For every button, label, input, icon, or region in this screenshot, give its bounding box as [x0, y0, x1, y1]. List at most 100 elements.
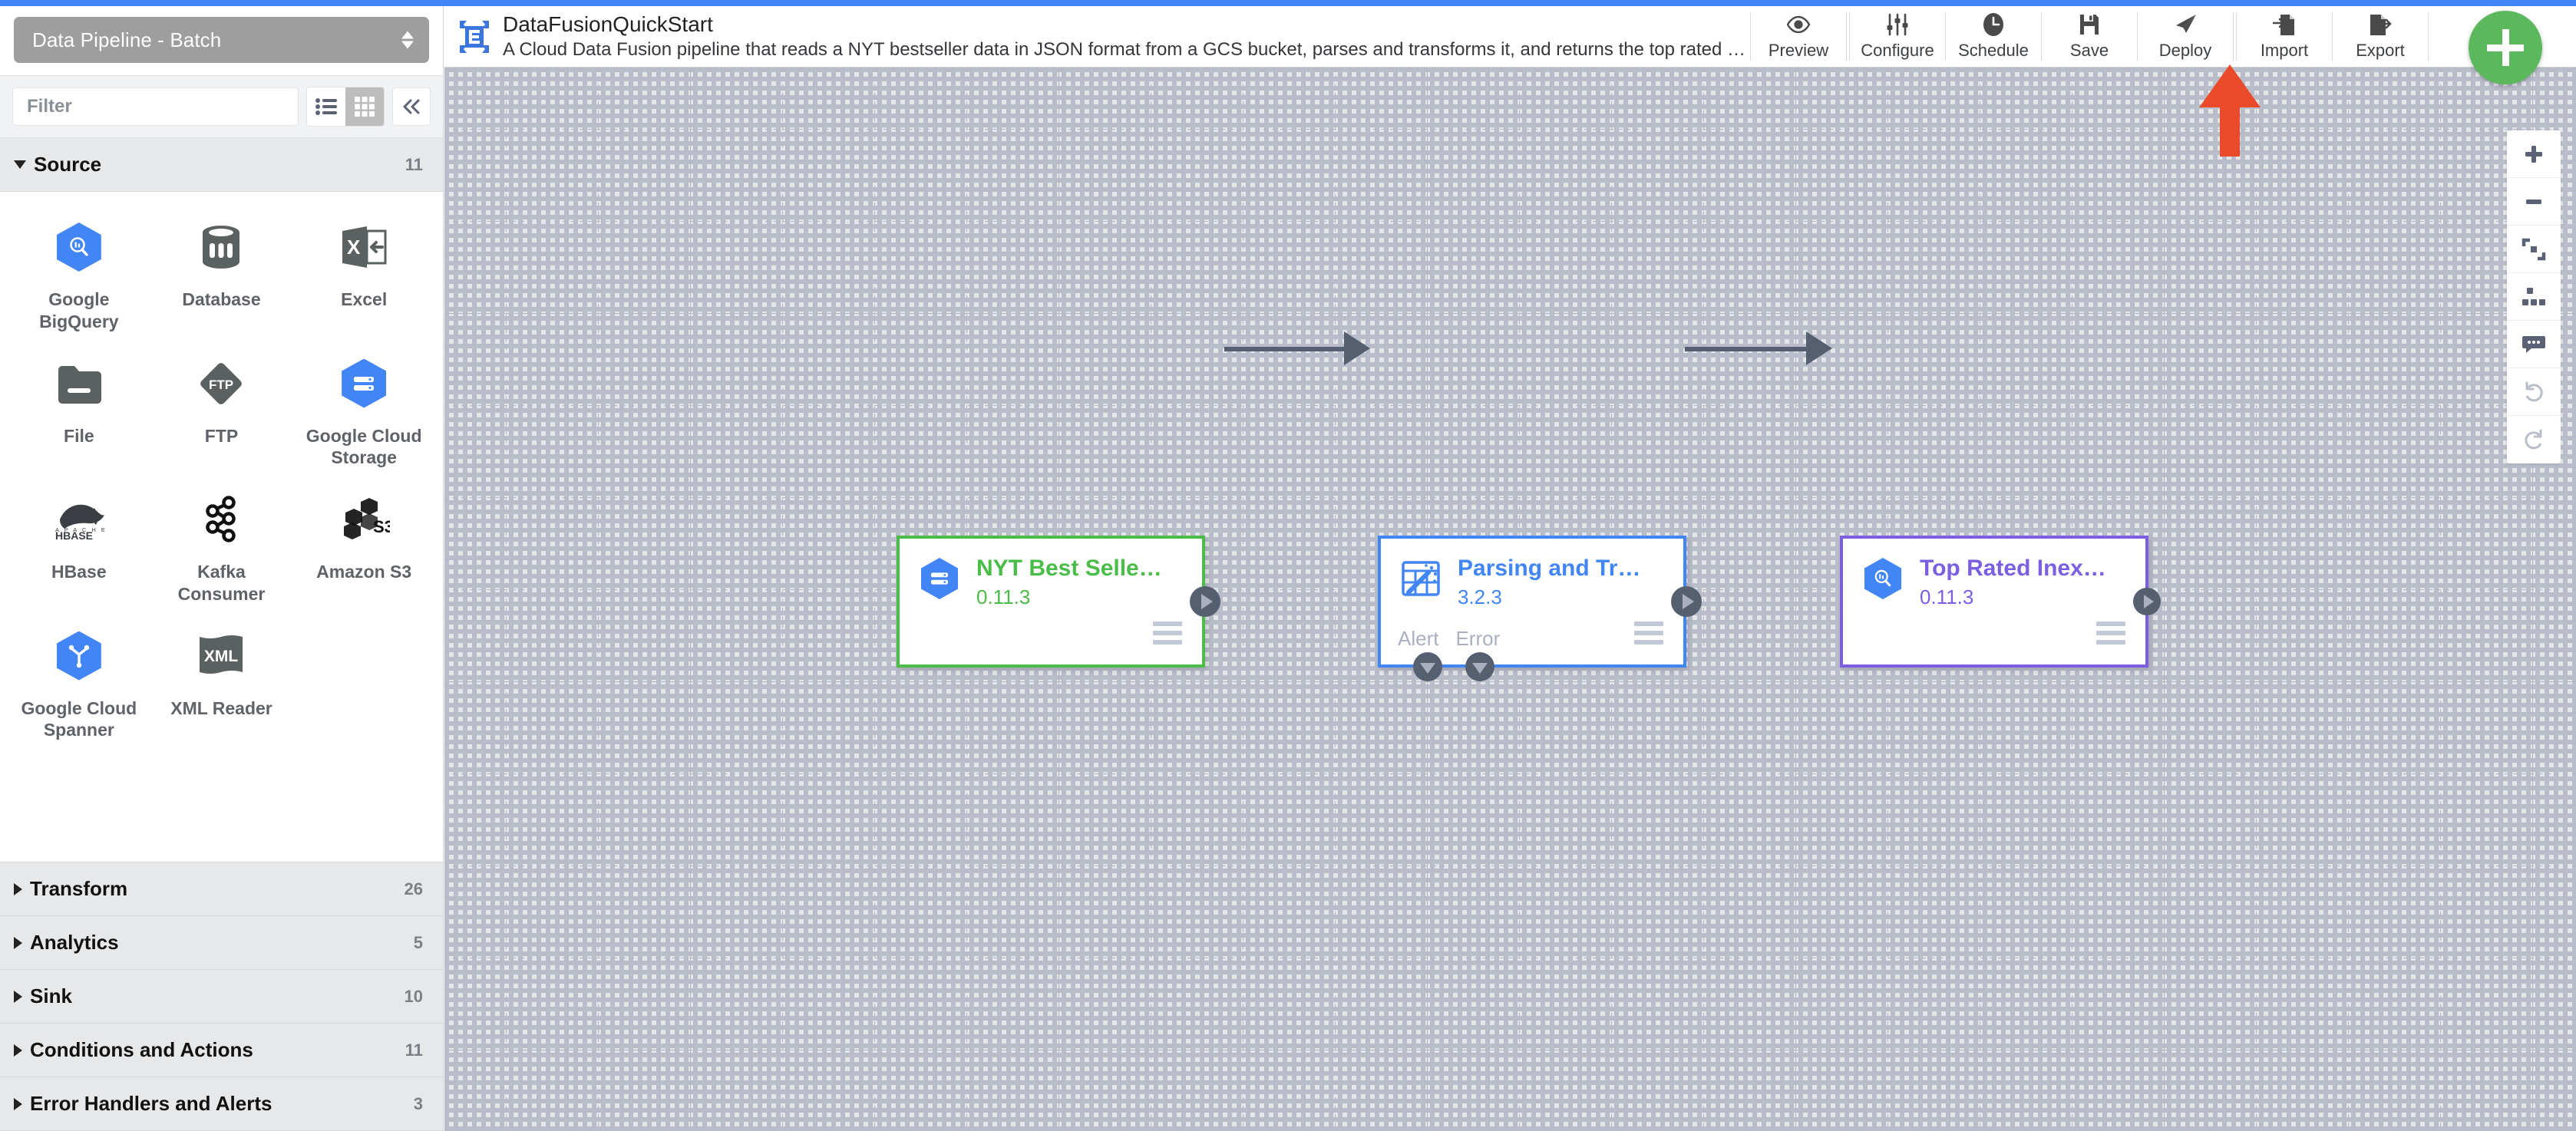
pipeline-node-sink[interactable]: Top Rated Inex… 0.11.3 [1840, 536, 2161, 668]
node-error-port[interactable] [1465, 652, 1494, 681]
grid-view-icon[interactable] [345, 87, 384, 126]
node-title: NYT Best Selle… [976, 556, 1162, 581]
caret-right-icon [14, 1044, 22, 1057]
wrangler-icon [1398, 556, 1444, 602]
plugin-amazon-s3[interactable]: S3 Amazon S3 [292, 483, 435, 616]
amazon-s3-icon: S3 [338, 492, 390, 547]
node-version: 0.11.3 [976, 585, 1031, 608]
pipeline-meta: DataFusionQuickStart A Cloud Data Fusion… [444, 6, 1750, 67]
comment-icon[interactable] [2507, 321, 2561, 368]
svg-text:XML: XML [204, 648, 239, 665]
plugin-file[interactable]: File [8, 347, 150, 480]
plugin-label: Database [182, 289, 261, 309]
database-icon [200, 219, 243, 275]
caret-right-icon [14, 990, 22, 1003]
search-input[interactable] [12, 87, 299, 126]
import-document-icon [2273, 13, 2296, 36]
divider [1945, 12, 1946, 61]
node-output-port[interactable] [1671, 586, 1702, 617]
plugin-label: HBase [51, 562, 107, 582]
svg-text:A P A C H E: A P A C H E [55, 526, 106, 533]
top-accent-bar [0, 0, 2576, 6]
caret-down-icon [14, 160, 26, 169]
node-menu-icon[interactable] [1153, 622, 1182, 645]
annotation-arrow-deploy [2195, 64, 2264, 157]
sidebar-filler [0, 760, 443, 862]
plugin-hbase[interactable]: A P A C H E HBASE HBase [8, 483, 150, 616]
connection-line-2 [1685, 347, 1809, 351]
align-nodes-icon[interactable] [2507, 273, 2561, 321]
svg-text:FTP: FTP [209, 378, 233, 392]
group-count: 10 [404, 986, 423, 1006]
node-output-port[interactable] [2133, 588, 2161, 615]
preview-button[interactable]: Preview [1751, 6, 1846, 67]
node-version: 3.2.3 [1458, 585, 1502, 608]
fit-to-screen-icon[interactable] [2507, 226, 2561, 273]
button-label: Save [2069, 40, 2109, 60]
google-cloud-spanner-icon [56, 628, 101, 684]
list-view-icon[interactable] [307, 87, 345, 126]
divider [2332, 12, 2333, 61]
node-alert-label: Alert [1398, 627, 1439, 650]
plugin-database[interactable]: Database [150, 210, 293, 344]
sidebar-group-conditions-and-actions[interactable]: Conditions and Actions 11 [0, 1024, 443, 1077]
plugin-excel[interactable]: X Excel [292, 210, 435, 344]
xml-reader-icon: XML [198, 628, 244, 684]
configure-button[interactable]: Configure [1850, 6, 1945, 67]
plugin-label: Google Cloud Storage [305, 425, 422, 468]
node-menu-icon[interactable] [1634, 622, 1663, 645]
button-label: Import [2260, 40, 2309, 60]
button-label: Configure [1861, 40, 1934, 60]
node-output-port[interactable] [1190, 586, 1220, 617]
sidebar-filter-bar [0, 75, 443, 138]
sidebar-group-analytics[interactable]: Analytics 5 [0, 916, 443, 970]
plugin-label: Google BigQuery [39, 289, 119, 331]
chevron-double-left-icon[interactable] [392, 87, 431, 126]
pipeline-node-source[interactable]: NYT Best Selle… 0.11.3 [897, 536, 1220, 668]
node-menu-icon[interactable] [2096, 622, 2125, 645]
pipeline-canvas[interactable]: NYT Best Selle… 0.11.3 [444, 68, 2576, 1131]
node-error-label: Error [1455, 627, 1501, 650]
sidebar-group-source[interactable]: Source 11 [0, 138, 443, 192]
sidebar-group-transform[interactable]: Transform 26 [0, 862, 443, 916]
header-actions: Preview Configure [1750, 6, 2576, 67]
sidebar-group-error-handlers-and-alerts[interactable]: Error Handlers and Alerts 3 [0, 1077, 443, 1131]
plugin-sidebar: Data Pipeline - Batch [0, 6, 444, 1131]
redo-icon[interactable] [2507, 416, 2561, 463]
button-label: Preview [1768, 40, 1829, 60]
import-button[interactable]: Import [2237, 6, 2332, 67]
plugin-kafka-consumer[interactable]: Kafka Consumer [150, 483, 293, 616]
caret-right-icon [14, 1097, 22, 1110]
save-button[interactable]: Save [2042, 6, 2137, 67]
node-version: 0.11.3 [1920, 585, 1974, 608]
deploy-button[interactable]: Deploy [2138, 6, 2233, 67]
plugin-ftp[interactable]: FTP FTP [150, 347, 293, 480]
zoom-out-icon[interactable] [2507, 178, 2561, 226]
svg-text:HBASE: HBASE [55, 529, 93, 541]
plugin-xml-reader[interactable]: XML XML Reader [150, 619, 293, 753]
cloud-data-fusion-logo [458, 19, 490, 54]
undo-icon[interactable] [2507, 368, 2561, 416]
sliders-icon [1886, 13, 1909, 36]
group-count: 5 [413, 932, 423, 952]
schedule-button[interactable]: Schedule [1946, 6, 2041, 67]
divider [2233, 12, 2237, 61]
node-alert-port[interactable] [1413, 652, 1442, 681]
eye-icon [1786, 13, 1811, 36]
plugin-google-bigquery[interactable]: Google BigQuery [8, 210, 150, 344]
divider [1750, 12, 1751, 61]
plugin-google-cloud-storage[interactable]: Google Cloud Storage [292, 347, 435, 480]
stepper-arrows-icon[interactable] [401, 31, 414, 49]
pipeline-node-transform[interactable]: Parsing and Tr… 3.2.3 Alert Error [1378, 536, 1702, 681]
plugin-google-cloud-spanner[interactable]: Google Cloud Spanner [8, 619, 150, 753]
pipeline-type-select[interactable]: Data Pipeline - Batch [14, 17, 429, 63]
sidebar-group-sink[interactable]: Sink 10 [0, 970, 443, 1024]
add-plugin-fab[interactable] [2469, 11, 2542, 84]
pipeline-header-toolbar: DataFusionQuickStart A Cloud Data Fusion… [444, 6, 2576, 68]
zoom-in-icon[interactable] [2507, 130, 2561, 178]
button-label: Schedule [1958, 40, 2029, 60]
export-button[interactable]: Export [2333, 6, 2428, 67]
kafka-icon [203, 492, 239, 547]
plugin-label: Amazon S3 [316, 562, 412, 582]
group-label: Sink [30, 984, 72, 1007]
